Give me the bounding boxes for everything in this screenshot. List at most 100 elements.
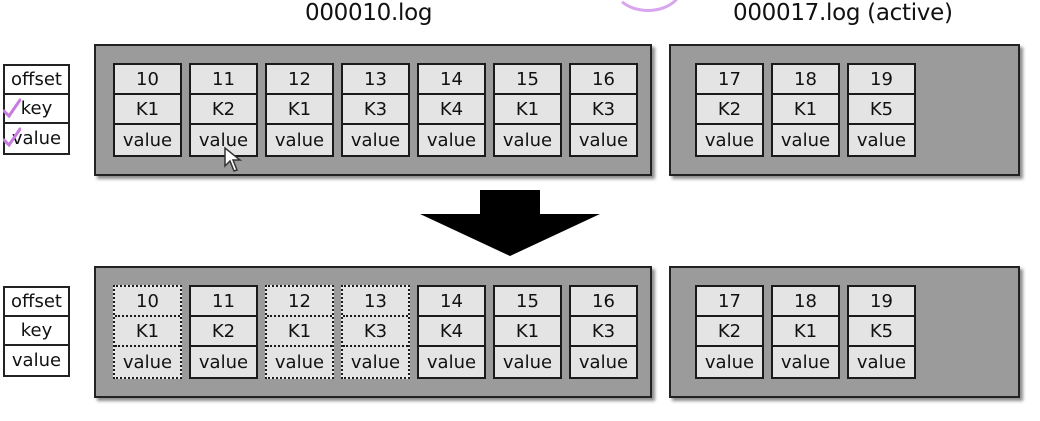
record-key: K1 xyxy=(773,317,838,347)
legend-key-row: key xyxy=(3,95,68,124)
legend-value-label: value xyxy=(5,346,68,375)
record-key: K2 xyxy=(697,95,762,125)
record-offset: 19 xyxy=(849,287,914,317)
record-key: K3 xyxy=(343,95,408,125)
record-value: value xyxy=(495,125,560,155)
record-value: value xyxy=(773,347,838,377)
record-offset: 14 xyxy=(419,287,484,317)
mouse-pointer-icon xyxy=(224,146,243,172)
record-key: K2 xyxy=(191,95,256,125)
record-offset: 13 xyxy=(343,287,408,317)
record-value: value xyxy=(267,347,332,377)
record-key: K5 xyxy=(849,95,914,125)
check-icon xyxy=(3,127,21,148)
record-offset: 19 xyxy=(849,65,914,95)
record-offset: 12 xyxy=(267,287,332,317)
old-segment-title: 000010.log xyxy=(305,0,433,26)
record-offset: 15 xyxy=(495,287,560,317)
record-offset: 11 xyxy=(191,65,256,95)
record-offset: 12 xyxy=(267,65,332,95)
legend-offset-label: offset xyxy=(5,66,68,95)
down-arrow-icon xyxy=(420,190,600,256)
record-key: K3 xyxy=(343,317,408,347)
record-key: K1 xyxy=(115,95,180,125)
record-value: value xyxy=(191,347,256,377)
record-offset: 16 xyxy=(571,287,636,317)
record-key: K3 xyxy=(571,317,636,347)
legend-key-label: key xyxy=(5,317,68,346)
record-offset: 10 xyxy=(115,65,180,95)
record-key: K2 xyxy=(191,317,256,347)
record-offset: 17 xyxy=(697,287,762,317)
record-offset: 14 xyxy=(419,65,484,95)
record-value: value xyxy=(773,125,838,155)
record-key: K5 xyxy=(849,317,914,347)
record-value: value xyxy=(495,347,560,377)
record-offset: 16 xyxy=(571,65,636,95)
legend-offset-label: offset xyxy=(5,288,68,317)
legend-key-label: key xyxy=(20,98,53,119)
record-value: value xyxy=(571,347,636,377)
record-value: value xyxy=(419,125,484,155)
annotation-arc xyxy=(612,0,684,12)
active-segment-title: 000017.log (active) xyxy=(733,0,953,26)
record-offset: 10 xyxy=(115,287,180,317)
record-offset: 11 xyxy=(191,287,256,317)
legend-before: offset key value xyxy=(3,64,70,155)
check-icon xyxy=(3,98,21,119)
record-key: K1 xyxy=(267,317,332,347)
legend-after: offset key value xyxy=(3,286,70,377)
record-value: value xyxy=(571,125,636,155)
record-key: K1 xyxy=(495,317,560,347)
record-value: value xyxy=(419,347,484,377)
record-offset: 18 xyxy=(773,65,838,95)
legend-value-label: value xyxy=(11,128,62,149)
record-offset: 13 xyxy=(343,65,408,95)
record-value: value xyxy=(115,125,180,155)
record-key: K2 xyxy=(697,317,762,347)
record-offset: 17 xyxy=(697,65,762,95)
record-key: K1 xyxy=(773,95,838,125)
record-value: value xyxy=(697,125,762,155)
record-value: value xyxy=(697,347,762,377)
legend-value-row: value xyxy=(3,124,68,153)
record-value: value xyxy=(115,347,180,377)
record-value: value xyxy=(849,347,914,377)
record-key: K1 xyxy=(267,95,332,125)
record-value: value xyxy=(343,347,408,377)
record-value: value xyxy=(191,125,256,155)
record-key: K3 xyxy=(571,95,636,125)
record-key: K4 xyxy=(419,317,484,347)
record-value: value xyxy=(343,125,408,155)
record-key: K1 xyxy=(115,317,180,347)
record-offset: 18 xyxy=(773,287,838,317)
record-value: value xyxy=(849,125,914,155)
record-value: value xyxy=(267,125,332,155)
